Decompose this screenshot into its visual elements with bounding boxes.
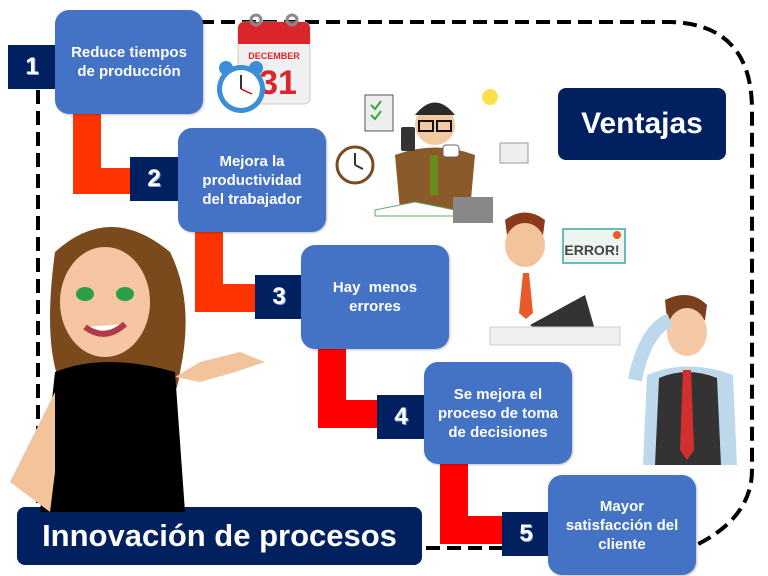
multitasking-worker-illustration (335, 85, 535, 230)
step-4-line1: Se mejora el (453, 385, 543, 403)
ventajas-text: Ventajas (581, 107, 703, 140)
step-3-line1: Hay menos (332, 279, 418, 296)
connector-4-5-foot (440, 516, 504, 544)
step-number-4: 4 (377, 395, 425, 439)
step-5-line3: cliente (598, 535, 646, 553)
calendar-clock-illustration: DECEMBER 31 (212, 12, 312, 118)
step-number-1: 1 (8, 45, 56, 89)
presenter-woman-illustration (0, 212, 270, 512)
step-number-text: 5 (519, 520, 533, 547)
step-4-line2: proceso de toma (437, 404, 559, 422)
step-box-5: Mayor satisfacción del cliente (548, 475, 696, 575)
page-title-text: Innovación de procesos (42, 518, 397, 553)
multitasking-worker-icon (335, 89, 529, 223)
svg-text:31: 31 (259, 64, 297, 102)
presenter-woman-icon (10, 227, 265, 512)
step-5-line2: satisfacción del (565, 516, 679, 534)
svg-text:DECEMBER: DECEMBER (248, 51, 300, 61)
thinking-man-illustration (625, 290, 750, 475)
step-4-line3: de decisiones (448, 423, 548, 441)
step-number-2: 2 (130, 157, 178, 201)
step-5-line1: Mayor (599, 497, 645, 515)
step-number-text: 4 (394, 403, 408, 430)
connector-3-4-foot (318, 400, 382, 428)
alarm-clock-icon (217, 61, 265, 113)
svg-text:ERROR!: ERROR! (564, 242, 619, 258)
error-worker-illustration: ERROR! (485, 205, 645, 350)
step-number-5: 5 (502, 512, 550, 556)
ventajas-heading: Ventajas (558, 88, 726, 160)
step-box-1: Reduce tiempos de producción (55, 10, 203, 114)
step-number-text: 2 (147, 165, 161, 192)
step-1-line1: Reduce tiempos (71, 44, 187, 61)
step-1-line2: de producción (77, 63, 181, 80)
step-box-2: Mejora la productividad del trabajador (178, 128, 326, 232)
thinking-man-icon (628, 295, 737, 465)
error-worker-icon: ERROR! (489, 212, 626, 346)
step-box-4: Se mejora el proceso de toma de decision… (424, 362, 572, 464)
step-number-3: 3 (255, 275, 303, 319)
step-number-text: 1 (25, 53, 39, 80)
step-2-line3: del trabajador (202, 190, 302, 208)
step-box-3: Hay menos errores (301, 245, 449, 349)
step-2-line2: productividad (202, 171, 302, 189)
step-number-text: 3 (272, 283, 286, 310)
connector-2-3-foot (195, 284, 265, 312)
step-2-line1: Mejora la (219, 152, 285, 170)
page-title: Innovación de procesos (17, 507, 422, 565)
step-3-line2: errores (349, 298, 401, 315)
